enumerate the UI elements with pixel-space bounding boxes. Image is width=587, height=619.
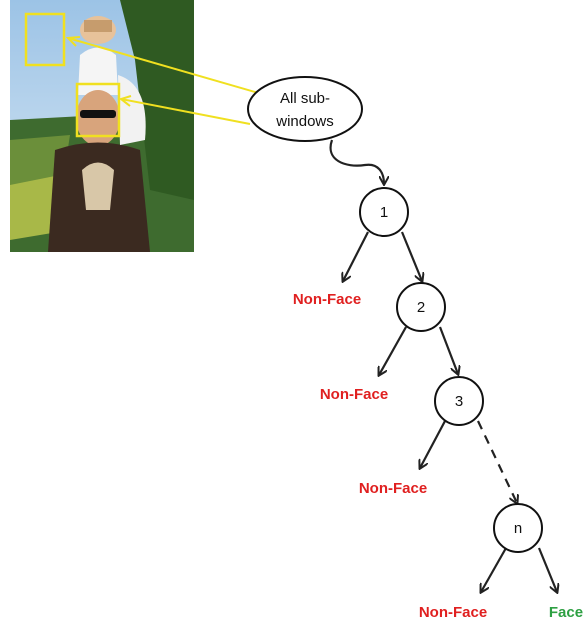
edge-3-n bbox=[477, 420, 517, 503]
root-node-label-line2: windows bbox=[275, 113, 334, 130]
edge-3-reject bbox=[420, 420, 446, 468]
edge-n-accept bbox=[537, 547, 557, 592]
subwindow-highlight-face bbox=[75, 82, 121, 138]
stage-node-3: 3 bbox=[434, 376, 484, 426]
edge-1-reject bbox=[343, 231, 369, 281]
stage-node-1: 1 bbox=[359, 187, 409, 237]
edges bbox=[343, 231, 557, 592]
reject-label-stage-n: Non-Face bbox=[419, 604, 487, 619]
reject-label-stage2: Non-Face bbox=[320, 386, 388, 403]
root-to-stage1-arrow bbox=[329, 139, 384, 184]
reject-label-stage1: Non-Face bbox=[293, 291, 361, 308]
stage-node-3-label: 3 bbox=[455, 393, 463, 410]
subwindow-pointers bbox=[65, 36, 263, 125]
accept-label-face: Face bbox=[549, 604, 583, 619]
root-node-label-line1: All sub- bbox=[280, 90, 330, 107]
photo bbox=[10, 0, 194, 252]
subwindow-highlight-sky bbox=[24, 12, 66, 67]
reject-label-stage3: Non-Face bbox=[359, 480, 427, 497]
stage-node-1-label: 1 bbox=[380, 204, 388, 221]
edge-n-reject bbox=[481, 547, 507, 592]
root-node: All sub- windows bbox=[247, 76, 363, 142]
stage-node-n-label: n bbox=[514, 520, 522, 537]
stage-node-n: n bbox=[493, 503, 543, 553]
edge-2-3 bbox=[438, 326, 458, 374]
edge-1-2 bbox=[400, 231, 422, 281]
stage-node-2: 2 bbox=[396, 282, 446, 332]
stage-node-2-label: 2 bbox=[417, 299, 425, 316]
edge-2-reject bbox=[379, 326, 407, 375]
